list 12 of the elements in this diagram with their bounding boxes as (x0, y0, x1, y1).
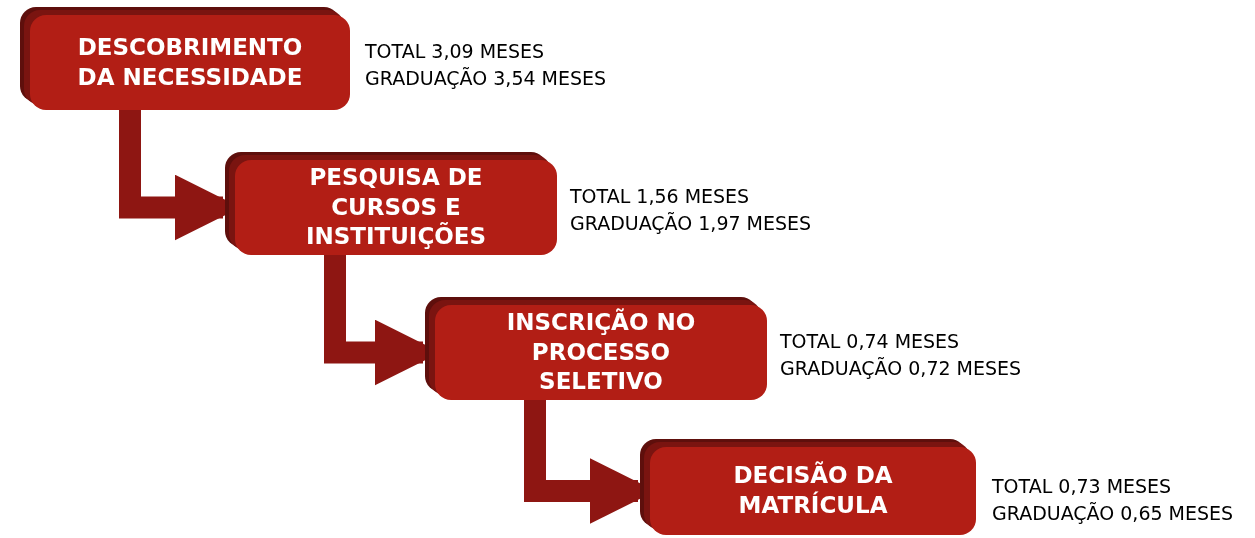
duration-note: GRADUAÇÃO 1,97 MESES (570, 210, 812, 236)
step-title: DECISÃO DA MATRÍCULA (732, 461, 894, 520)
step-title: PESQUISA DE CURSOS E INSTITUIÇÕES (304, 162, 488, 252)
duration-note: GRADUAÇÃO 0,72 MESES (780, 355, 1022, 381)
duration-note: TOTAL 0,73 MESES (992, 474, 1173, 499)
duration-note: GRADUAÇÃO 0,65 MESES (992, 500, 1234, 526)
step-title: DESCOBRIMENTO DA NECESSIDADE (76, 32, 304, 92)
step-title: INSCRIÇÃO NO PROCESSO SELETIVO (505, 307, 697, 397)
duration-note: TOTAL 0,74 MESES (780, 329, 961, 354)
duration-note: TOTAL 1,56 MESES (570, 184, 751, 209)
duration-note: GRADUAÇÃO 3,54 MESES (365, 65, 607, 91)
duration-note: TOTAL 3,09 MESES (365, 39, 546, 64)
